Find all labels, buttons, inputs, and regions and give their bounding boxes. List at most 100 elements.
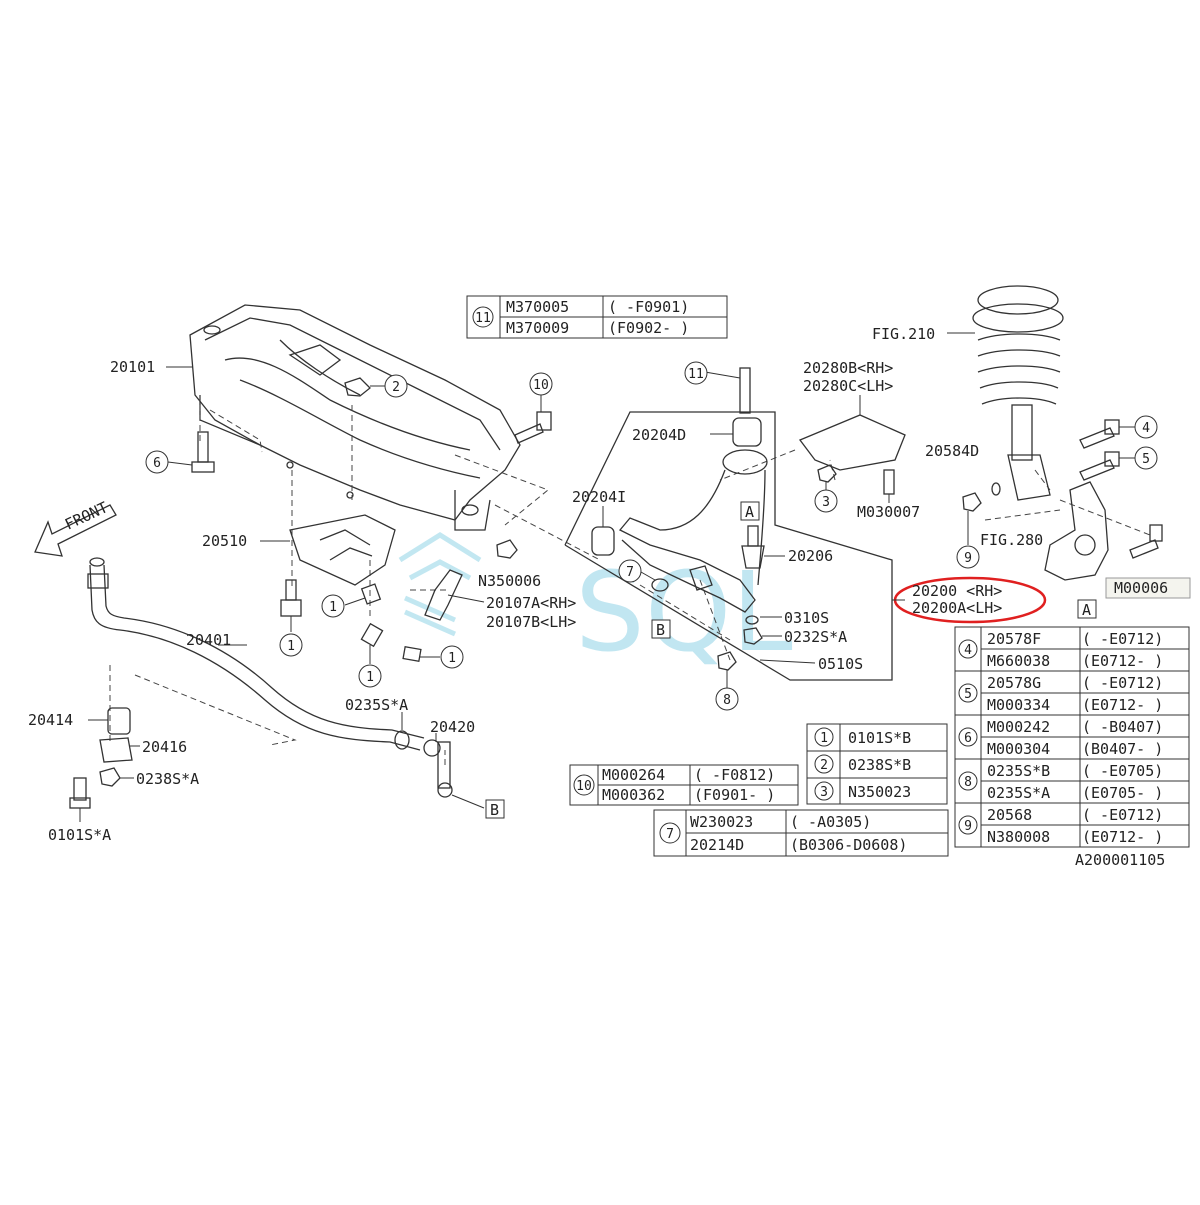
- washer-20584d-drawing: [962, 482, 1001, 545]
- label-0238s: 0238S*A: [136, 770, 199, 788]
- svg-text:3: 3: [822, 495, 830, 510]
- svg-text:1: 1: [329, 600, 337, 615]
- balljoint-20206-drawing: [741, 525, 785, 569]
- label-20420: 20420: [430, 718, 475, 736]
- label-m030007: M030007: [857, 503, 920, 521]
- table-10-range: ( -F0812): [694, 766, 775, 784]
- table-right: 4 20578F ( -E0712) M660038 (E0712- ) 5 2…: [954, 626, 1190, 848]
- table-123-part: 0238S*B: [848, 756, 911, 774]
- svg-text:2: 2: [392, 380, 400, 395]
- svg-text:5: 5: [1142, 452, 1150, 467]
- bushing-20414-drawing: [88, 707, 131, 735]
- hardware-0310s-drawing: [743, 615, 816, 664]
- table-11-range: ( -F0901): [608, 298, 689, 316]
- crossmember-drawing: [189, 304, 521, 531]
- front-arrow: FRONT: [34, 498, 117, 557]
- label-0232s: 0232S*A: [784, 628, 847, 646]
- label-20204i: 20204I: [572, 488, 626, 506]
- label-20107b: 20107B<LH>: [486, 613, 576, 631]
- table-right-part: M000304: [987, 740, 1050, 758]
- strut-drawing: [972, 285, 1064, 501]
- table-right-range: (B0407- ): [1082, 740, 1163, 758]
- callout-4: 4: [1134, 415, 1158, 439]
- label-fig210: FIG.210: [872, 325, 935, 343]
- svg-text:9: 9: [964, 551, 972, 566]
- table-11-part: M370009: [506, 319, 569, 337]
- table-123-ref: 2: [820, 758, 828, 773]
- table-right-part: M660038: [987, 652, 1050, 670]
- label-20204d: 20204D: [632, 426, 686, 444]
- table-right-range: (E0712- ): [1082, 696, 1163, 714]
- nut-0238s-drawing: [99, 767, 134, 787]
- table-right-ref: 8: [964, 775, 972, 790]
- ref-b-arm: B: [656, 621, 665, 639]
- callout-7: 7: [618, 559, 642, 583]
- m00006-box: [1105, 577, 1191, 599]
- bracket-20510-drawing: [289, 514, 396, 586]
- callout-8: 8: [715, 687, 739, 711]
- table-123-part: 0101S*B: [848, 729, 911, 747]
- bracket-7-drawing: [640, 565, 713, 592]
- table-right-ref: 6: [964, 731, 972, 746]
- table-right-part: 20578F: [987, 630, 1041, 648]
- label-20200-rh: 20200 <RH>: [912, 582, 1002, 600]
- table-right-part: M000334: [987, 696, 1050, 714]
- table-right-part: 20568: [987, 806, 1032, 824]
- callout-1-b: 1: [321, 594, 345, 618]
- table-right-part: 20578G: [987, 674, 1041, 692]
- label-20584d: 20584D: [925, 442, 979, 460]
- ref-a-arm: A: [745, 503, 754, 521]
- bolt-10-drawing: [514, 395, 552, 444]
- callout-10: 10: [529, 372, 553, 396]
- label-20200a-lh: 20200A<LH>: [912, 599, 1002, 617]
- label-0235s: 0235S*A: [345, 696, 408, 714]
- bolts-1-drawing: [280, 579, 440, 664]
- control-arm-drawing: [618, 449, 768, 613]
- svg-text:6: 6: [153, 456, 161, 471]
- table-right-range: ( -E0712): [1082, 674, 1163, 692]
- svg-text:7: 7: [626, 565, 634, 580]
- ref-box-a-knuckle: [1077, 599, 1097, 619]
- stabilizer-drawing: [87, 557, 425, 751]
- label-20416: 20416: [142, 738, 187, 756]
- table-10-part: M000362: [602, 786, 665, 804]
- label-20101: 20101: [110, 358, 155, 376]
- knuckle-drawing: [1044, 481, 1163, 581]
- svg-text:8: 8: [723, 693, 731, 708]
- table-right-range: ( -E0712): [1082, 806, 1163, 824]
- label-20280b: 20280B<RH>: [803, 359, 893, 377]
- callout-6: 6: [145, 450, 169, 474]
- table-right-part: 0235S*B: [987, 762, 1050, 780]
- label-0101s: 0101S*A: [48, 826, 111, 844]
- ref-box-a-arm: [740, 501, 760, 521]
- bolt-0101s-drawing: [69, 777, 91, 822]
- nut-2-drawing: [344, 377, 385, 397]
- link-20107-drawing: [424, 569, 485, 621]
- table-123-ref: 3: [820, 785, 828, 800]
- table-right-part: 0235S*A: [987, 784, 1050, 802]
- table-7-range: ( -A0305): [790, 813, 871, 831]
- label-20510: 20510: [202, 532, 247, 550]
- callout-1-d: 1: [440, 645, 464, 669]
- table-123: 1 0101S*B 2 0238S*B 3 N350023: [806, 723, 948, 805]
- control-arm-outline: [564, 411, 893, 681]
- label-20280c: 20280C<LH>: [803, 377, 893, 395]
- ref-b-lower: B: [490, 801, 499, 819]
- bolt-6-drawing: [167, 431, 215, 473]
- svg-text:1: 1: [287, 639, 295, 654]
- label-0510s: 0510S: [818, 655, 863, 673]
- table-right-part: N380008: [987, 828, 1050, 846]
- ref-box-b-lower: [485, 799, 505, 819]
- callout-1-c: 1: [358, 664, 382, 688]
- table-11-ref: 11: [475, 311, 491, 326]
- bushing-20204d-drawing: [710, 417, 762, 447]
- strut-bolts-drawing: [1079, 419, 1135, 481]
- table-right-range: (E0712- ): [1082, 652, 1163, 670]
- nut-n350006-drawing: [496, 539, 518, 559]
- ref-box-b-arm: [651, 619, 671, 639]
- label-n350006: N350006: [478, 572, 541, 590]
- callout-1-a: 1: [279, 633, 303, 657]
- table-10-ref: 10: [576, 779, 592, 794]
- table-7-part: W230023: [690, 813, 753, 831]
- label-20401: 20401: [186, 631, 231, 649]
